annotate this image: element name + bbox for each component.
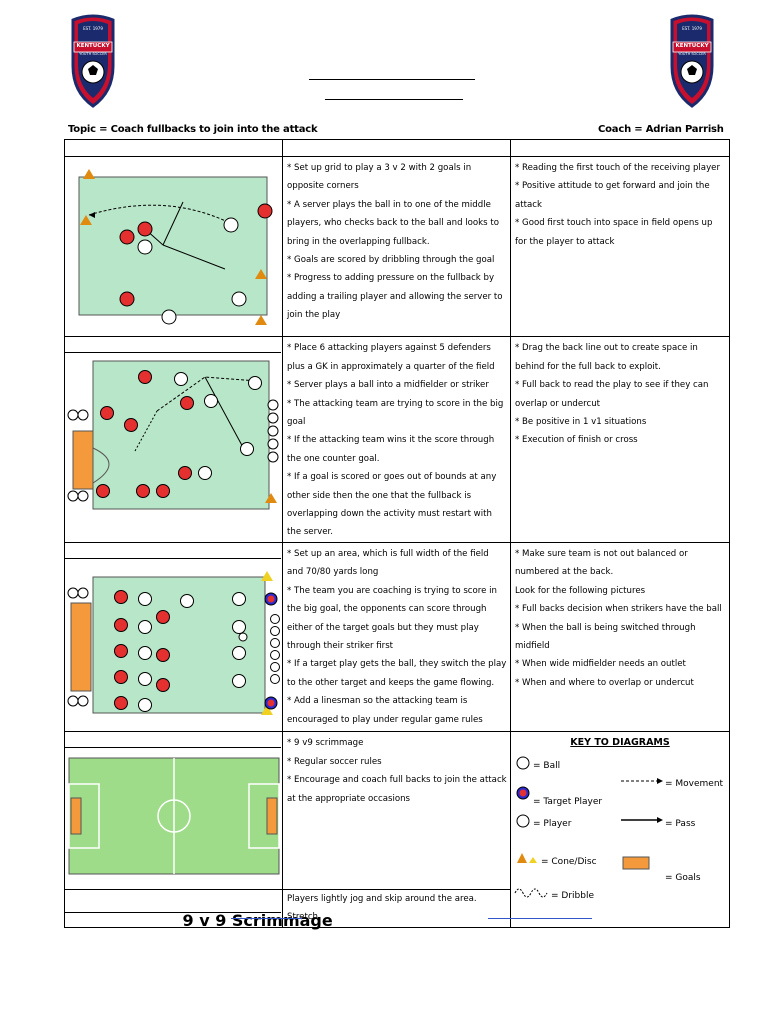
points-3-line-1: * Make sure team is not out balanced or … bbox=[515, 548, 688, 578]
activity-row-1: * Set up grid to play a 3 v 2 with 2 goa… bbox=[64, 155, 730, 338]
setup-4-line-3: * Encourage and coach full backs to join… bbox=[287, 775, 507, 804]
red-players bbox=[96, 370, 194, 499]
session-plan-table: * Set up grid to play a 3 v 2 with 2 goa… bbox=[64, 139, 730, 929]
setup-1-line-2: * A server plays the ball in to one of t… bbox=[287, 199, 499, 247]
key-goal-icon bbox=[622, 856, 650, 870]
footer-link-2[interactable] bbox=[488, 918, 592, 919]
activity-row-3: * Set up an area, which is full width of… bbox=[64, 541, 730, 733]
header-cell-points bbox=[510, 139, 730, 157]
diagram-cell-1 bbox=[64, 155, 283, 338]
key-target-label: = Target Player bbox=[533, 796, 603, 807]
cooldown-row: Players lightly jog and skip around the … bbox=[64, 888, 730, 928]
header-cell-diagram bbox=[64, 139, 283, 157]
setup-2-line-3: * The attacking team are trying to score… bbox=[287, 398, 504, 428]
setup-3-line-3: * If a target play gets the ball, they s… bbox=[287, 659, 507, 688]
activity-row-2: * Place 6 attacking players against 5 de… bbox=[64, 336, 730, 543]
logo-sub-left: YOUTH SOCCER bbox=[79, 52, 107, 56]
key-player-label: = Player bbox=[533, 818, 572, 829]
activity-row-4: 9 v 9 Scrimmage * 9 v9 scrimmage * Regul… bbox=[64, 731, 730, 929]
header-cell-setup bbox=[282, 139, 511, 157]
points-1-line-3: * Good first touch into space in field o… bbox=[515, 218, 713, 247]
title-underline-2 bbox=[325, 99, 463, 100]
white-players bbox=[67, 372, 279, 502]
setup-1-line-4: * Progress to adding pressure on the ful… bbox=[287, 273, 503, 321]
key-ball-label: = Ball bbox=[533, 760, 561, 771]
cooldown-label-bar bbox=[65, 890, 281, 913]
key-player-icon bbox=[516, 814, 530, 828]
key-movement-label: = Movement bbox=[665, 778, 724, 789]
logo-name-left: KENTUCKY bbox=[76, 43, 110, 49]
setup-2-line-5: * If a goal is scored or goes out of bou… bbox=[287, 472, 497, 538]
setup-3-line-4: * Add a linesman so the attacking team i… bbox=[287, 696, 483, 725]
diagram-scrimmage bbox=[68, 757, 280, 875]
setup-4-line-2: * Regular soccer rules bbox=[287, 756, 382, 767]
points-cell-2: * Drag the back line out to create space… bbox=[510, 336, 730, 543]
title-underline-1 bbox=[309, 79, 475, 80]
diagram-cell-2 bbox=[64, 336, 283, 543]
header-row bbox=[64, 139, 730, 157]
key-dribble-label: = Dribble bbox=[551, 890, 594, 901]
key-pass-label: = Pass bbox=[665, 818, 696, 829]
logo-est-left: EST. 1979 bbox=[83, 26, 103, 31]
diagram-cell-4: 9 v 9 Scrimmage bbox=[64, 731, 333, 929]
setup-3-line-2: * The team you are coaching is trying to… bbox=[287, 585, 497, 651]
diagram-6v5 bbox=[67, 360, 279, 510]
cooldown-text: Players lightly jog and skip around the … bbox=[287, 893, 477, 923]
logo-name-right: KENTUCKY bbox=[675, 43, 709, 49]
key-cell: KEY TO DIAGRAMS = Ball = Ta bbox=[510, 731, 730, 928]
coach-label: Coach = Adrian Parrish bbox=[598, 124, 724, 135]
cooldown-cell: Players lightly jog and skip around the … bbox=[282, 888, 511, 928]
points-2-line-4: * Execution of finish or cross bbox=[515, 435, 638, 446]
footer-link-1[interactable] bbox=[231, 918, 302, 919]
kentucky-youth-soccer-logo-left bbox=[71, 14, 115, 108]
diagram-4-label-bar bbox=[65, 732, 281, 749]
topic-label: Topic = Coach fullbacks to join into the… bbox=[68, 124, 318, 135]
setup-2-line-2: * Server plays a ball into a midfielder … bbox=[287, 380, 489, 391]
key-goals-label: = Goals bbox=[665, 872, 701, 883]
white-players bbox=[67, 587, 280, 712]
points-1-line-2: * Positive attitude to get forward and j… bbox=[515, 181, 710, 210]
key-cone-icon bbox=[517, 852, 527, 863]
setup-cell-3: * Set up an area, which is full width of… bbox=[282, 541, 511, 733]
cooldown-diagram-cell bbox=[64, 888, 283, 928]
diagram-2-label-bar bbox=[65, 337, 281, 354]
points-2-line-1: * Drag the back line out to create space… bbox=[515, 343, 698, 372]
points-2-line-3: * Be positive in 1 v1 situations bbox=[515, 417, 647, 428]
diagram-3v2 bbox=[78, 169, 273, 325]
red-players bbox=[114, 589, 170, 710]
scrimmage-label: 9 v 9 Scrimmage bbox=[182, 910, 333, 930]
points-3-line-6: * When and where to overlap or undercut bbox=[515, 677, 694, 688]
setup-3-line-1: * Set up an area, which is full width of… bbox=[287, 548, 489, 578]
setup-2-line-1: * Place 6 attacking players against 5 de… bbox=[287, 343, 495, 372]
kentucky-youth-soccer-logo-right bbox=[670, 14, 714, 108]
points-3-line-2: Look for the following pictures bbox=[515, 585, 646, 596]
diagram-cell-3 bbox=[64, 541, 283, 733]
points-3-line-5: * When wide midfielder needs an outlet bbox=[515, 659, 686, 670]
setup-4-line-1: * 9 v9 scrimmage bbox=[287, 738, 364, 749]
red-players bbox=[119, 203, 273, 307]
setup-1-line-1: * Set up grid to play a 3 v 2 with 2 goa… bbox=[287, 163, 472, 192]
diagram-full-width bbox=[67, 570, 280, 715]
points-3-line-3: * Full backs decision when strikers have… bbox=[515, 604, 722, 615]
setup-cell-4: * 9 v9 scrimmage * Regular soccer rules … bbox=[282, 731, 511, 890]
setup-cell-1: * Set up grid to play a 3 v 2 with 2 goa… bbox=[282, 155, 511, 338]
setup-cell-2: * Place 6 attacking players against 5 de… bbox=[282, 336, 511, 543]
key-ball-icon bbox=[516, 756, 530, 770]
key-legend: = Ball = Target Player = Player = Cone/D… bbox=[511, 753, 729, 923]
points-1-line-1: * Reading the first touch of the receivi… bbox=[515, 163, 720, 173]
logo-sub-right: YOUTH SOCCER bbox=[678, 52, 706, 56]
logo-est-right: EST. 1979 bbox=[682, 26, 702, 31]
points-3-line-4: * When the ball is being switched throug… bbox=[515, 622, 696, 651]
white-players bbox=[137, 217, 247, 325]
points-2-line-2: * Full back to read the play to see if t… bbox=[515, 380, 709, 409]
key-title: KEY TO DIAGRAMS bbox=[570, 737, 670, 749]
points-cell-3: * Make sure team is not out balanced or … bbox=[510, 541, 730, 733]
points-cell-1: * Reading the first touch of the receivi… bbox=[510, 155, 730, 338]
diagram-3-label-bar bbox=[65, 543, 281, 559]
key-dribble-icon bbox=[514, 888, 548, 898]
setup-1-line-3: * Goals are scored by dribbling through … bbox=[287, 255, 495, 266]
setup-2-line-4: * If the attacking team wins it the scor… bbox=[287, 435, 495, 464]
key-cone-label: = Cone/Disc bbox=[541, 856, 597, 867]
key-symbols bbox=[514, 756, 663, 898]
